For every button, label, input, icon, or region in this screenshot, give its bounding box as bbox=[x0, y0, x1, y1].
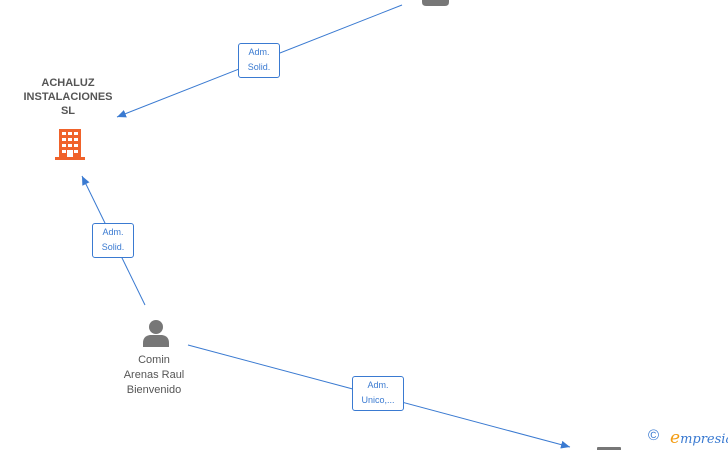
edge-label-line-2: Solid. bbox=[247, 62, 271, 72]
edge-label-main-to-company[interactable]: Adm. Solid. bbox=[92, 223, 134, 258]
edge-label-line-2: Solid. bbox=[101, 242, 125, 252]
edge-label-line-1: Adm. bbox=[248, 47, 270, 57]
person-name-line-2: Arenas Raul bbox=[123, 369, 185, 381]
company-name-line-3: SL bbox=[60, 105, 76, 117]
building-icon[interactable] bbox=[53, 127, 87, 161]
person-bottom-icon[interactable] bbox=[597, 447, 621, 450]
company-name-line-1: ACHALUZ bbox=[41, 77, 95, 89]
edge-label-line-1: Adm. bbox=[367, 380, 389, 390]
person-icon[interactable] bbox=[141, 318, 171, 348]
person-top-icon[interactable] bbox=[422, 0, 449, 6]
person-name-line-3: Bienvenido bbox=[126, 384, 182, 396]
person-name-line-1: Comin bbox=[138, 354, 170, 366]
brand-logo: empresia bbox=[670, 428, 728, 448]
edge-label-main-to-bottom[interactable]: Adm. Unico,... bbox=[352, 376, 404, 411]
brand-rest: mpresia bbox=[680, 432, 728, 447]
edge-label-line-1: Adm. bbox=[102, 227, 124, 237]
person-main-name[interactable]: Comin Arenas Raul Bienvenido bbox=[104, 353, 204, 398]
copyright-symbol: © bbox=[648, 427, 660, 444]
edge-label-line-2: Unico,... bbox=[361, 395, 395, 405]
company-name-line-2: INSTALACIONES bbox=[23, 91, 113, 103]
company-name[interactable]: ACHALUZ INSTALACIONES SL bbox=[8, 76, 128, 118]
empresia-watermark: © empresia bbox=[648, 426, 728, 448]
brand-first-letter: e bbox=[670, 428, 681, 448]
edge-label-top-to-company[interactable]: Adm. Solid. bbox=[238, 43, 280, 78]
